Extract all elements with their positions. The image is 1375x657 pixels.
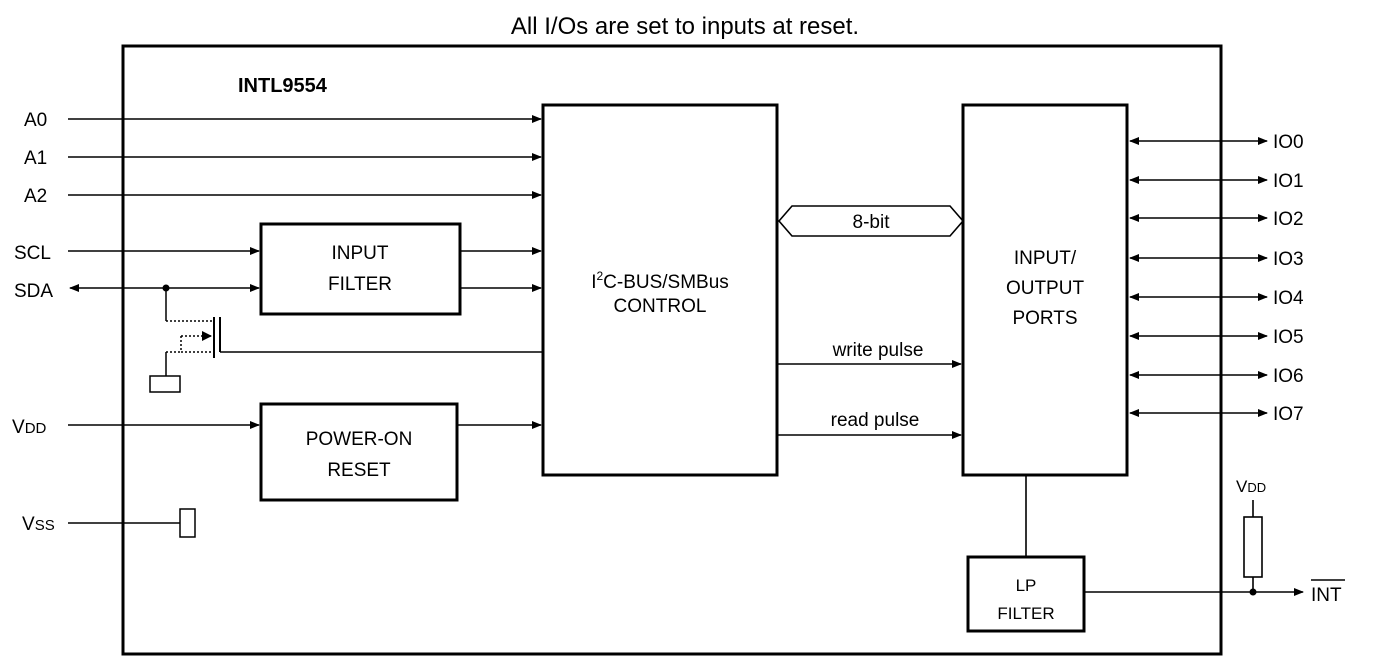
chip-outline	[121, 44, 1223, 656]
header-note: All I/Os are set to inputs at reset.	[511, 13, 859, 40]
io0-label: IO0	[1273, 132, 1304, 153]
sda-transistor-arrow	[202, 331, 212, 341]
io6-label: IO6	[1273, 366, 1304, 387]
power-on-reset-label-1: POWER-ON	[306, 429, 413, 450]
i2c-control-block	[541, 103, 779, 477]
io-ports-label-1: INPUT/	[1014, 248, 1077, 269]
pin-scl-label: SCL	[14, 243, 51, 264]
read-pulse-label: read pulse	[831, 410, 920, 431]
pin-sda-label: SDA	[14, 281, 53, 302]
pullup-resistor	[1243, 516, 1263, 578]
int-label: INT	[1311, 585, 1342, 606]
pin-a0-label: A0	[24, 110, 47, 131]
io2-label: IO2	[1273, 209, 1304, 230]
io5-label: IO5	[1273, 327, 1304, 348]
input-filter-block	[259, 222, 462, 316]
io4-label: IO4	[1273, 288, 1304, 309]
sda-transistor	[149, 288, 543, 393]
bus-8bit-arrow	[777, 205, 965, 237]
io-ports-label-3: PORTS	[1012, 308, 1077, 329]
i2c-control-label-2: CONTROL	[614, 296, 707, 317]
io-ports-label-2: OUTPUT	[1006, 278, 1085, 299]
io7-label: IO7	[1273, 404, 1304, 425]
lp-filter-label-1: LP	[1016, 576, 1037, 595]
vss-ground-terminal	[179, 508, 196, 538]
i2c-control-label-1: I2C-BUS/SMBus	[591, 269, 729, 293]
io1-label: IO1	[1273, 171, 1304, 192]
io3-label: IO3	[1273, 249, 1304, 270]
io-lines	[1129, 137, 1268, 417]
input-filter-label-1: INPUT	[332, 243, 389, 264]
io-ports-block	[961, 103, 1129, 477]
pullup-vdd-label: VDD	[1236, 477, 1266, 496]
write-pulse-label: write pulse	[832, 340, 924, 361]
chip-name: INTL9554	[238, 75, 328, 97]
pin-vdd-label: VDD	[12, 417, 47, 438]
lp-filter-label-2: FILTER	[997, 604, 1054, 623]
input-filter-label-2: FILTER	[328, 274, 392, 295]
bus-8bit-label: 8-bit	[853, 212, 891, 233]
power-on-reset-block	[259, 402, 459, 502]
pin-vss-label: VSS	[22, 514, 55, 535]
power-on-reset-label-2: RESET	[327, 460, 391, 481]
pin-a1-label: A1	[24, 148, 47, 169]
pin-a2-label: A2	[24, 186, 47, 207]
